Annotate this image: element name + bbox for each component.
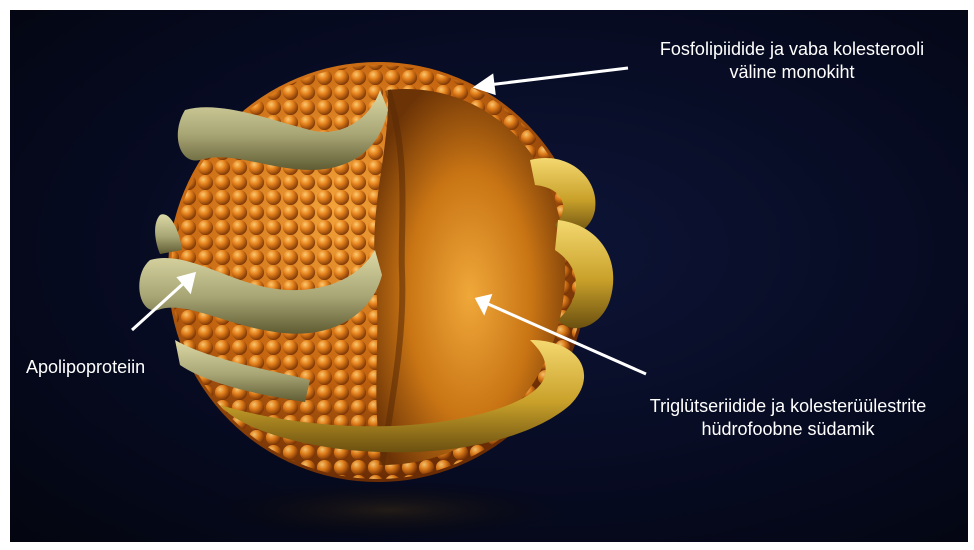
label-phospholipid-monolayer: Fosfolipiidide ja vaba kolesterooli väli…	[622, 38, 962, 84]
label-line: hüdrofoobne südamik	[608, 418, 968, 441]
floor-reflection	[205, 480, 575, 540]
label-line: Fosfolipiidide ja vaba kolesterooli	[622, 38, 962, 61]
lipoprotein-particle	[10, 10, 968, 542]
label-apolipoprotein: Apolipoproteiin	[26, 356, 145, 379]
label-line: Triglütseriidide ja kolesterüülestrite	[608, 395, 968, 418]
label-line: Apolipoproteiin	[26, 356, 145, 379]
label-line: väline monokiht	[622, 61, 962, 84]
lipoprotein-illustration: Fosfolipiidide ja vaba kolesterooli väli…	[10, 10, 968, 542]
label-hydrophobic-core: Triglütseriidide ja kolesterüülestrite h…	[608, 395, 968, 441]
arrow-shell	[488, 68, 628, 85]
